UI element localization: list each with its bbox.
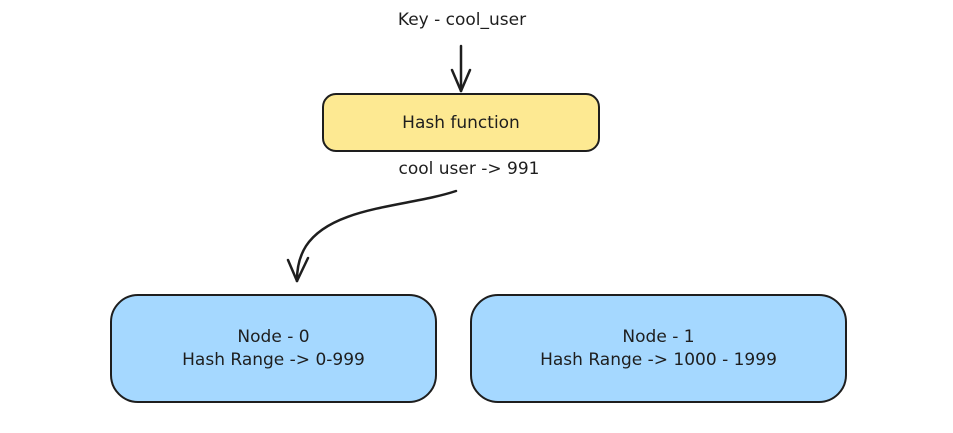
node-0-box: Node - 0 Hash Range -> 0-999	[110, 294, 437, 403]
arrow-down-icon	[450, 44, 472, 93]
hash-result-label: cool user -> 991	[398, 159, 540, 179]
node-1-title: Node - 1	[622, 326, 695, 347]
key-label: Key - cool_user	[397, 10, 527, 30]
node-1-box: Node - 1 Hash Range -> 1000 - 1999	[470, 294, 847, 403]
node-1-range: Hash Range -> 1000 - 1999	[540, 349, 777, 370]
node-0-title: Node - 0	[237, 326, 310, 347]
hash-function-label: Hash function	[402, 112, 520, 133]
hash-function-box: Hash function	[322, 93, 600, 152]
curved-arrow-icon	[286, 189, 458, 283]
node-0-range: Hash Range -> 0-999	[182, 349, 365, 370]
